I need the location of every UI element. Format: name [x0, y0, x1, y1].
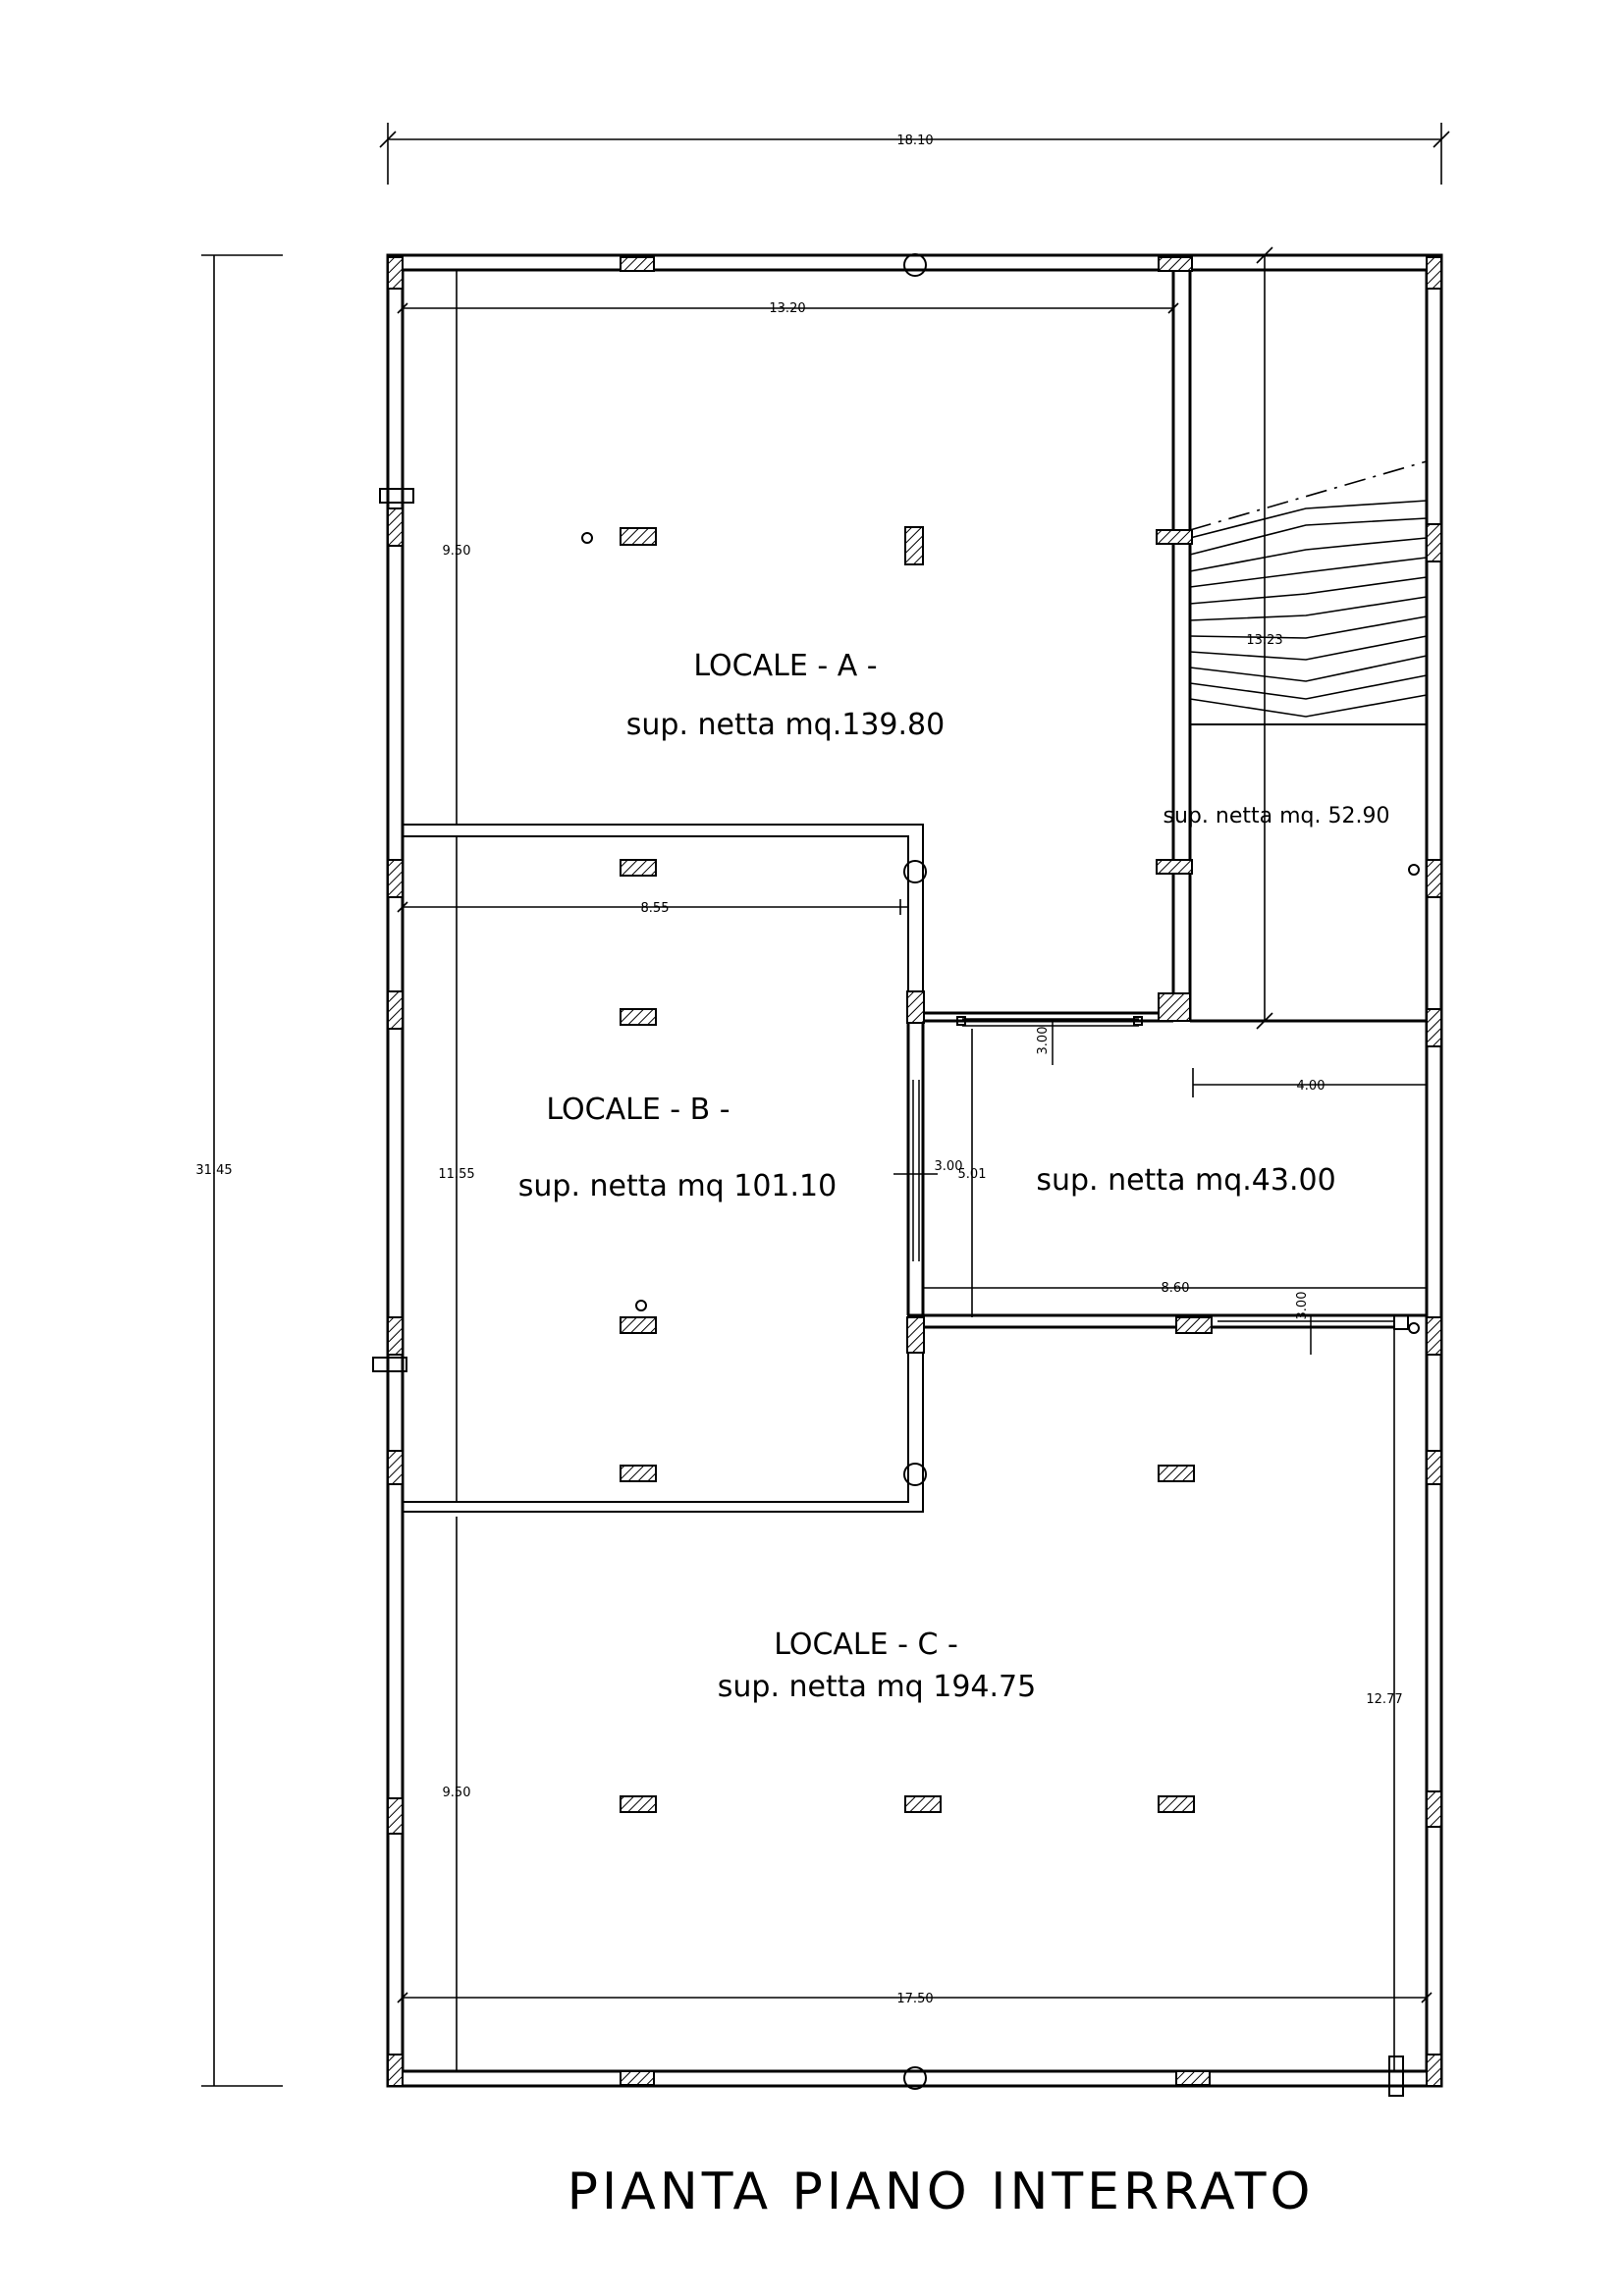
c-width-label: 17.50 — [896, 1992, 933, 2006]
corridor-dimensions: 4.00 8.60 5.01 3.00 3.00 3.00 — [923, 1027, 1427, 1320]
stair-dimension: 13.23 — [1246, 246, 1283, 1030]
corridor-length-label: 4.00 — [1297, 1079, 1325, 1094]
c-height-label: 9.50 — [443, 1786, 471, 1800]
doors — [893, 1016, 1409, 1355]
locale-c-name: LOCALE - C - — [774, 1628, 958, 1662]
corridor-height-label: 5.01 — [958, 1167, 987, 1182]
a-width-label: 13.20 — [769, 301, 805, 316]
locale-b-area: sup. netta mq 101.10 — [518, 1169, 837, 1203]
locale-a-name: LOCALE - A - — [693, 649, 877, 683]
b-width-label: 8.55 — [641, 901, 670, 916]
stair-area: sup. netta mq. 52.90 — [1163, 804, 1390, 828]
corridor-area: sup. netta mq.43.00 — [1036, 1163, 1335, 1198]
locale-a-area: sup. netta mq.139.80 — [626, 708, 945, 742]
drawing-title: PIANTA PIANO INTERRATO — [568, 2163, 1315, 2221]
total-height-label: 31.45 — [195, 1163, 232, 1178]
c-right-height-label: 12.77 — [1366, 1692, 1402, 1707]
room-labels: LOCALE - A - sup. netta mq.139.80 sup. n… — [518, 649, 1390, 1704]
b-height-label: 11.55 — [438, 1167, 474, 1182]
locale-a-dimensions: 13.20 9.50 — [397, 270, 1179, 825]
locale-b-dimensions: 8.55 11.55 — [397, 836, 908, 1502]
total-width-dimension: 18.10 — [379, 123, 1450, 185]
perimeter-columns — [372, 253, 1442, 2097]
corridor-width-label: 8.60 — [1162, 1281, 1190, 1296]
total-height-dimension: 31.45 — [195, 254, 283, 2087]
door-c-label: 3.00 — [1295, 1292, 1310, 1320]
interior-columns — [581, 526, 1420, 1813]
door-a-label: 3.00 — [1036, 1027, 1051, 1055]
a-height-label: 9.50 — [443, 544, 471, 559]
locale-b-name: LOCALE - B - — [546, 1093, 730, 1127]
stair-length-label: 13.23 — [1246, 633, 1282, 648]
locale-c-dimensions: 9.50 12.77 17.50 — [397, 1327, 1433, 2071]
door-b-label: 3.00 — [935, 1159, 963, 1174]
staircase — [1189, 460, 1428, 718]
total-width-label: 18.10 — [896, 133, 933, 148]
locale-c-area: sup. netta mq 194.75 — [718, 1670, 1036, 1704]
